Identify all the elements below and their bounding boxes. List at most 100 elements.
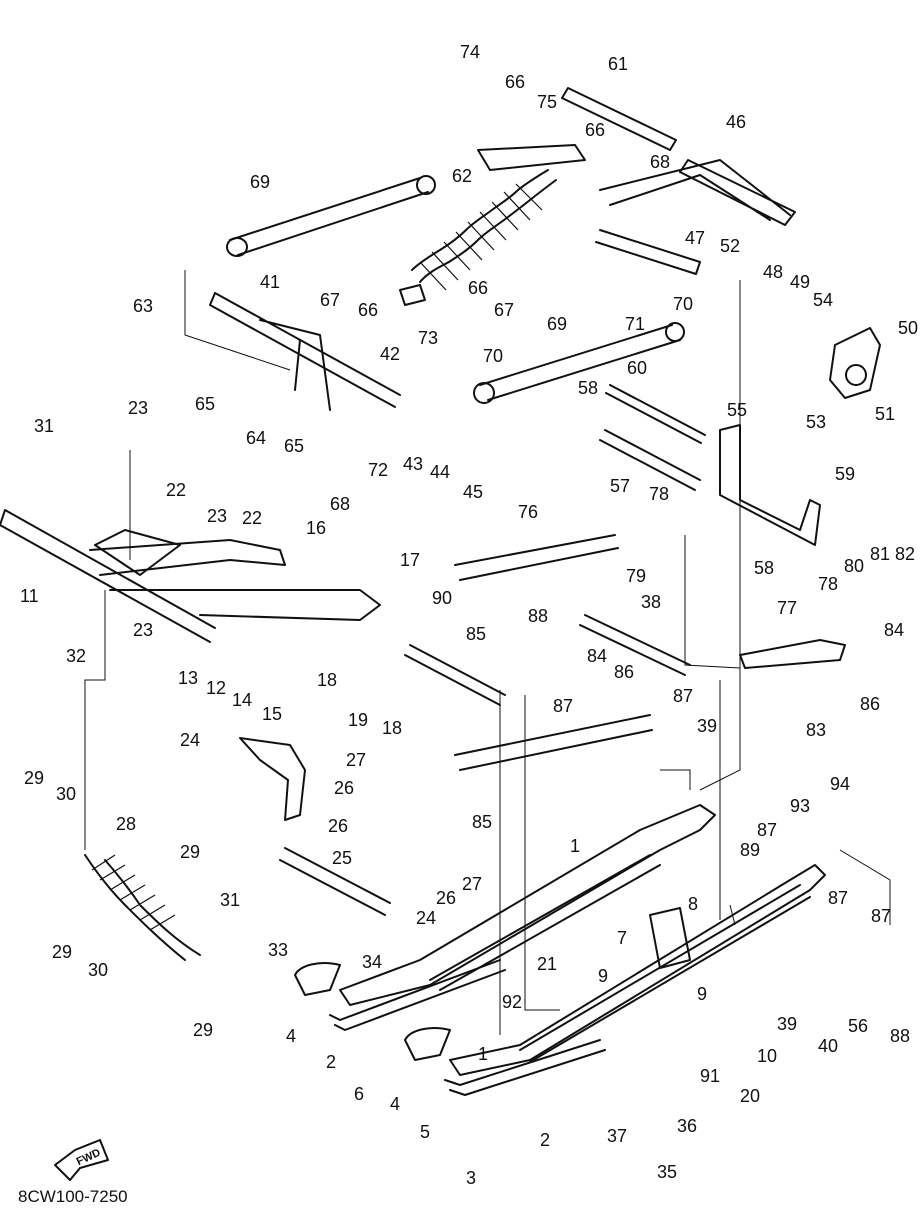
part-55-bracket <box>719 424 821 546</box>
callout-88: 88 <box>528 606 548 626</box>
callout-90: 90 <box>432 588 452 608</box>
callout-23: 23 <box>133 620 153 640</box>
callout-54: 54 <box>813 290 833 310</box>
callout-9: 9 <box>697 984 707 1004</box>
callout-76: 76 <box>518 502 538 522</box>
callout-37: 37 <box>607 1126 627 1146</box>
callout-22: 22 <box>166 480 186 500</box>
part-62-shock-absorber <box>399 144 586 306</box>
callout-labels: 74 66 75 61 46 66 68 69 62 47 52 48 49 5… <box>20 42 918 1188</box>
callout-10: 10 <box>757 1046 777 1066</box>
part-2-slider <box>329 959 506 1031</box>
callout-30: 30 <box>56 784 76 804</box>
part-85-shock-absorber <box>454 714 653 771</box>
callout-88: 88 <box>890 1026 910 1046</box>
callout-68: 68 <box>330 494 350 514</box>
part-47-shaft <box>595 229 701 275</box>
callout-87: 87 <box>553 696 573 716</box>
callout-53: 53 <box>806 412 826 432</box>
callout-19: 19 <box>348 710 368 730</box>
callout-83: 83 <box>806 720 826 740</box>
callout-81: 81 <box>870 544 890 564</box>
part-28-shock-absorber <box>84 854 201 961</box>
callout-84: 84 <box>587 646 607 666</box>
callout-80: 80 <box>844 556 864 576</box>
callout-34: 34 <box>362 952 382 972</box>
callout-29: 29 <box>193 1020 213 1040</box>
callout-47: 47 <box>685 228 705 248</box>
callout-33: 33 <box>268 940 288 960</box>
callout-23: 23 <box>128 398 148 418</box>
callout-8: 8 <box>688 894 698 914</box>
callout-86: 86 <box>614 662 634 682</box>
callout-1: 1 <box>478 1044 488 1064</box>
callout-20: 20 <box>740 1086 760 1106</box>
callout-3: 3 <box>466 1168 476 1188</box>
callout-58: 58 <box>578 378 598 398</box>
part-1-slide-rail <box>339 804 716 1006</box>
callout-29: 29 <box>24 768 44 788</box>
part-1-slide-rail-lower <box>449 864 826 1076</box>
callout-59: 59 <box>835 464 855 484</box>
callout-65: 65 <box>195 394 215 414</box>
callout-93: 93 <box>790 796 810 816</box>
diagram-code: 8CW100-7250 <box>18 1187 128 1206</box>
callout-85: 85 <box>466 624 486 644</box>
reference-lines <box>84 270 891 1035</box>
part-76-shaft <box>454 534 619 581</box>
callout-56: 56 <box>848 1016 868 1036</box>
callout-67: 67 <box>494 300 514 320</box>
callout-15: 15 <box>262 704 282 724</box>
callout-70: 70 <box>673 294 693 314</box>
callout-69: 69 <box>250 172 270 192</box>
callout-65: 65 <box>284 436 304 456</box>
callout-63: 63 <box>133 296 153 316</box>
callout-32: 32 <box>66 646 86 666</box>
callout-13: 13 <box>178 668 198 688</box>
callout-12: 12 <box>206 678 226 698</box>
callout-1: 1 <box>570 836 580 856</box>
callout-18: 18 <box>317 670 337 690</box>
part-8-block <box>649 907 691 969</box>
part-57-shaft <box>599 429 701 491</box>
callout-7: 7 <box>617 928 627 948</box>
callout-78: 78 <box>649 484 669 504</box>
callout-9: 9 <box>598 966 608 986</box>
callout-78: 78 <box>818 574 838 594</box>
callout-64: 64 <box>246 428 266 448</box>
callout-43: 43 <box>403 454 423 474</box>
callout-29: 29 <box>180 842 200 862</box>
callout-94: 94 <box>830 774 850 794</box>
callout-55: 55 <box>727 400 747 420</box>
part-41-pivot-shaft <box>209 292 401 411</box>
callout-87: 87 <box>828 888 848 908</box>
callout-72: 72 <box>368 460 388 480</box>
part-69-link-rod-upper <box>229 177 429 256</box>
callout-18: 18 <box>382 718 402 738</box>
part-61-shaft <box>561 87 677 151</box>
callout-85: 85 <box>472 812 492 832</box>
part-46-rear-arm <box>599 159 796 226</box>
callout-38: 38 <box>641 592 661 612</box>
callout-91: 91 <box>700 1066 720 1086</box>
callout-24: 24 <box>180 730 200 750</box>
callout-28: 28 <box>116 814 136 834</box>
callout-41: 41 <box>260 272 280 292</box>
callout-79: 79 <box>626 566 646 586</box>
part-24-bracket <box>239 737 306 821</box>
callout-62: 62 <box>452 166 472 186</box>
callout-23: 23 <box>207 506 227 526</box>
callout-71: 71 <box>625 314 645 334</box>
callout-27: 27 <box>462 874 482 894</box>
callout-87: 87 <box>757 820 777 840</box>
fwd-arrow-icon <box>54 1139 109 1181</box>
callout-82: 82 <box>895 544 915 564</box>
callout-4: 4 <box>390 1094 400 1114</box>
callout-27: 27 <box>346 750 366 770</box>
callout-75: 75 <box>537 92 557 112</box>
callout-4: 4 <box>286 1026 296 1046</box>
callout-67: 67 <box>320 290 340 310</box>
callout-31: 31 <box>34 416 54 436</box>
callout-31: 31 <box>220 890 240 910</box>
callout-49: 49 <box>790 272 810 292</box>
